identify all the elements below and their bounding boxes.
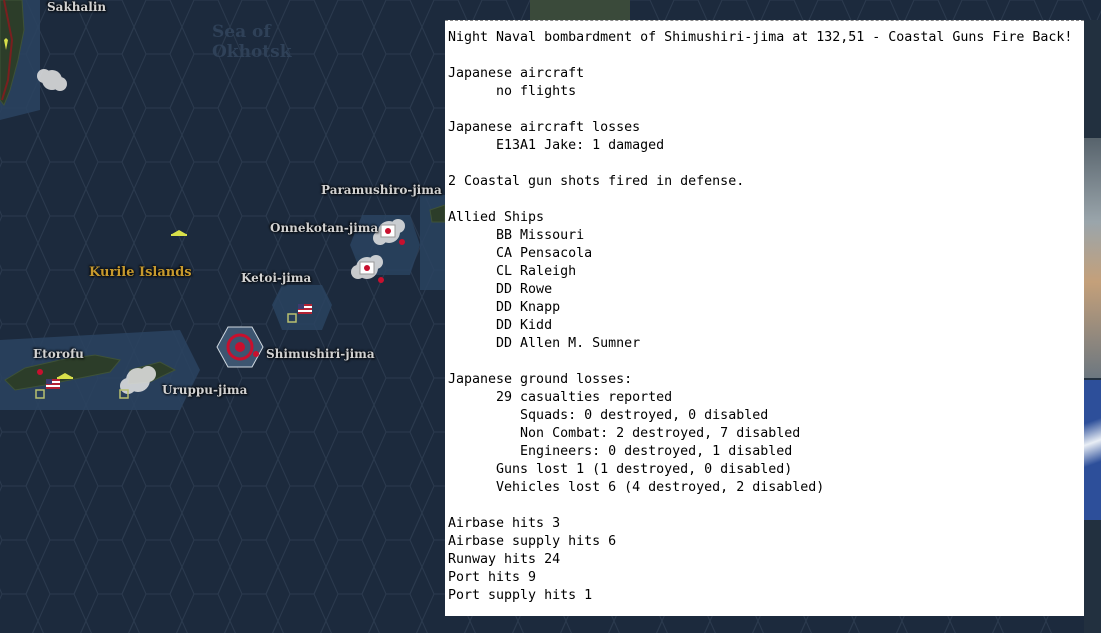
report-line	[448, 47, 1084, 65]
report-line: Airbase supply hits 6	[448, 534, 617, 549]
report-line	[448, 353, 1084, 371]
report-line: Port supply hits 1	[448, 588, 593, 603]
label-paramushiro: Paramushiro-jima	[321, 183, 442, 197]
combat-report-panel: Night Naval bombardment of Shimushiri-ji…	[445, 20, 1084, 616]
report-line	[448, 155, 1084, 173]
report-line: Japanese ground losses:	[448, 372, 633, 387]
side-flag-image	[1084, 380, 1101, 520]
allied-flag-etorofu[interactable]	[46, 379, 60, 389]
report-line: Port hits 9	[448, 570, 537, 585]
report-line: 2 Coastal gun shots fired in defense.	[448, 174, 745, 189]
label-sea-of-okhotsk: Sea of Okhotsk	[212, 22, 292, 62]
land	[0, 0, 446, 391]
report-line: Vehicles lost 6 (4 destroyed, 2 disabled…	[448, 480, 825, 495]
unit-markers[interactable]	[35, 313, 297, 399]
report-line: Allied Ships	[448, 210, 545, 225]
allied-flag-ketoi[interactable]	[298, 304, 312, 314]
report-line: CA Pensacola	[448, 246, 593, 261]
report-line	[448, 497, 1084, 515]
report-line: Engineers: 0 destroyed, 1 disabled	[448, 444, 793, 459]
report-line: Guns lost 1 (1 destroyed, 0 disabled)	[448, 462, 793, 477]
report-line	[448, 101, 1084, 119]
report-line: Japanese aircraft	[448, 66, 585, 81]
label-shimushiri: Shimushiri-jima	[266, 347, 375, 361]
label-ketoi: Ketoi-jima	[241, 271, 312, 285]
report-line: Non Combat: 2 destroyed, 7 disabled	[448, 426, 801, 441]
report-line: CL Raleigh	[448, 264, 577, 279]
report-line: Night Naval bombardment of Shimushiri-ji…	[448, 30, 1073, 45]
report-line: Airbase hits 3	[448, 516, 561, 531]
report-line: DD Allen M. Sumner	[448, 336, 641, 351]
label-kurile-islands: Kurile Islands	[89, 265, 192, 280]
label-sakhalin: Sakhalin	[47, 0, 107, 14]
label-sea-line-2: Okhotsk	[212, 42, 292, 62]
aircraft-icons[interactable]	[4, 38, 187, 379]
report-line: Japanese aircraft losses	[448, 120, 641, 135]
report-line: DD Rowe	[448, 282, 553, 297]
label-onnekotan: Onnekotan-jima	[270, 221, 379, 235]
report-line: E13A1 Jake: 1 damaged	[448, 138, 665, 153]
report-line: Squads: 0 destroyed, 0 disabled	[448, 408, 769, 423]
report-line: BB Missouri	[448, 228, 585, 243]
label-uruppu: Uruppu-jima	[162, 383, 248, 397]
japanese-base-markers[interactable]	[37, 224, 405, 375]
report-line: no flights	[448, 84, 577, 99]
label-sea-line-1: Sea of	[212, 22, 271, 42]
report-line: Runway hits 24	[448, 552, 561, 567]
map-top-strip	[530, 0, 630, 20]
label-etorofu: Etorofu	[33, 347, 84, 361]
side-photo	[1084, 138, 1101, 378]
report-line	[448, 191, 1084, 209]
report-line: DD Kidd	[448, 318, 553, 333]
report-line: 29 casualties reported	[448, 390, 673, 405]
shimushiri-selected-hex[interactable]	[216, 326, 264, 368]
side-image-panel	[1084, 20, 1101, 633]
sakhalin-coast	[1, 0, 14, 101]
report-line: DD Knapp	[448, 300, 561, 315]
